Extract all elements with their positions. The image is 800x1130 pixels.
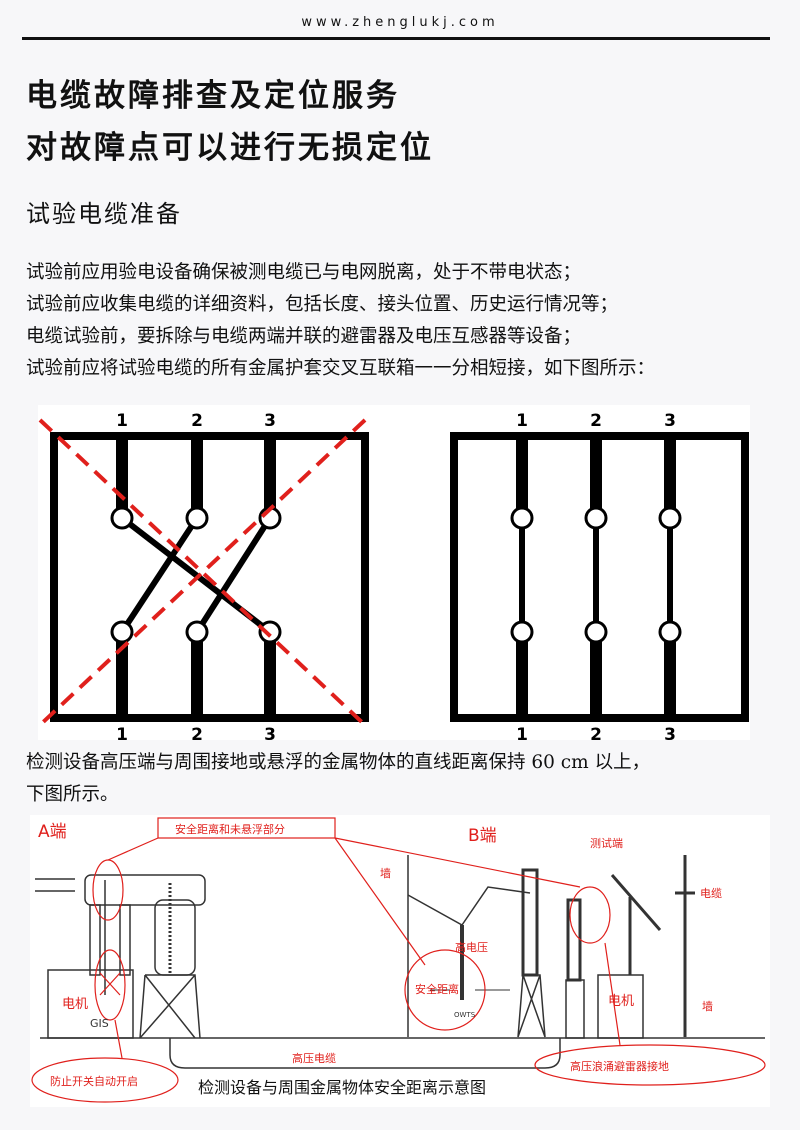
label-bottom: 1 [516, 725, 528, 745]
website-url: www.zhenglukj.com [301, 15, 499, 30]
motor-label-a: 电机 [62, 997, 88, 1012]
label-bottom: 3 [664, 725, 676, 745]
wall-label-right: 墙 [702, 999, 713, 1013]
label-top: 1 [516, 411, 528, 431]
callout-safety-floating: 安全距离和未悬浮部分 [175, 822, 285, 836]
joint-circle [658, 506, 682, 530]
label-top: 2 [191, 411, 203, 431]
figure-caption: 检测设备与周围金属物体安全距离示意图 [198, 1078, 486, 1097]
paragraph: 试验前应用验电设备确保被测电缆已与电网脱离，处于不带电状态； [26, 262, 582, 283]
motor-label-b: 电机 [608, 994, 634, 1009]
joint-circle [258, 620, 282, 644]
cross-link [119, 516, 200, 634]
label-top: 2 [590, 411, 602, 431]
prevent-switch-label: 防止开关自动开启 [50, 1074, 138, 1088]
cable-label: 电缆 [700, 887, 722, 900]
paragraph: 试验前应收集电缆的详细资料，包括长度、接头位置、历史运行情况等； [26, 294, 619, 315]
label-top: 3 [264, 411, 276, 431]
label-bottom: 3 [264, 725, 276, 745]
note-line1: 检测设备高压端与周围接地或悬浮的金属物体的直线距离保持 60 cm 以上， [26, 752, 651, 773]
hv-cable-label: 高压电缆 [292, 1051, 336, 1065]
owts-label: OWTS [454, 1011, 476, 1019]
joint-circle [510, 620, 534, 644]
label-top: 1 [116, 411, 128, 431]
label-top: 3 [664, 411, 676, 431]
wall-label: 墙 [380, 866, 391, 880]
joint-circle [658, 620, 682, 644]
surge-ground-label: 高压浪涌避雷器接地 [570, 1059, 669, 1073]
joint-circle [110, 506, 134, 530]
safe-distance-label: 安全距离 [415, 982, 459, 996]
page-title-line1: 电缆故障排查及定位服务 [26, 78, 400, 114]
joint-circle [584, 506, 608, 530]
page-title-line2: 对故障点可以进行无损定位 [26, 130, 434, 166]
joint-circle [185, 506, 209, 530]
cross-bonding-diagram: 1 2 3 1 2 3 1 2 3 1 2 3 [38, 405, 750, 745]
label-bottom: 2 [191, 725, 203, 745]
high-voltage-label: 高电压 [455, 940, 488, 954]
a-end-label: A端 [38, 822, 67, 842]
gis-label: GIS [90, 1017, 109, 1030]
joint-circle [584, 620, 608, 644]
paragraph: 电缆试验前，要拆除与电缆两端并联的避雷器及电压互感器等设备； [26, 326, 582, 347]
joint-circle [510, 506, 534, 530]
label-bottom: 2 [590, 725, 602, 745]
header-rule [22, 37, 770, 40]
cross-link [194, 516, 273, 634]
paragraph: 试验前应将试验电缆的所有金属护套交叉互联箱一一分相短接，如下图所示： [26, 358, 656, 379]
cable-box [50, 432, 369, 722]
label-bottom: 1 [116, 725, 128, 745]
joint-circle [185, 620, 209, 644]
safety-distance-diagram: A端 安全距离和未悬浮部分 B端 测试端 墙 电缆 墙 高电压 安全距离 电机 … [30, 815, 770, 1107]
joint-circle [110, 620, 134, 644]
section-title: 试验电缆准备 [26, 200, 182, 228]
test-end-label: 测试端 [590, 837, 623, 850]
note-line2: 下图所示。 [26, 784, 119, 805]
b-end-label: B端 [468, 826, 497, 846]
